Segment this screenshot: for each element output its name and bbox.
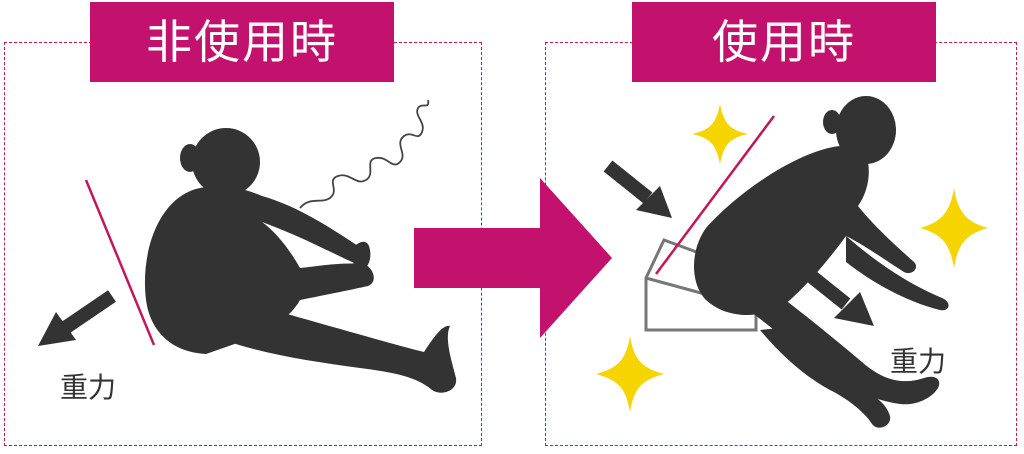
posture-line [84, 179, 156, 346]
gravity-label-right: 重力 [890, 345, 947, 378]
push-arrow-icon [603, 160, 672, 218]
bending-figure-silhouette [694, 96, 949, 428]
posture-line-right [654, 115, 776, 275]
right-panel-title: 使用時 [632, 2, 936, 82]
seated-figure-silhouette [144, 128, 457, 393]
arrow-right-icon [414, 178, 612, 338]
squiggle-icon [299, 99, 430, 209]
gravity-arrow-icon [38, 290, 116, 346]
left-panel-title: 非使用時 [90, 2, 394, 82]
gravity-arrow-icon-right [801, 266, 874, 326]
sparkle-icon [596, 104, 988, 412]
gravity-label-left: 重力 [60, 371, 117, 404]
